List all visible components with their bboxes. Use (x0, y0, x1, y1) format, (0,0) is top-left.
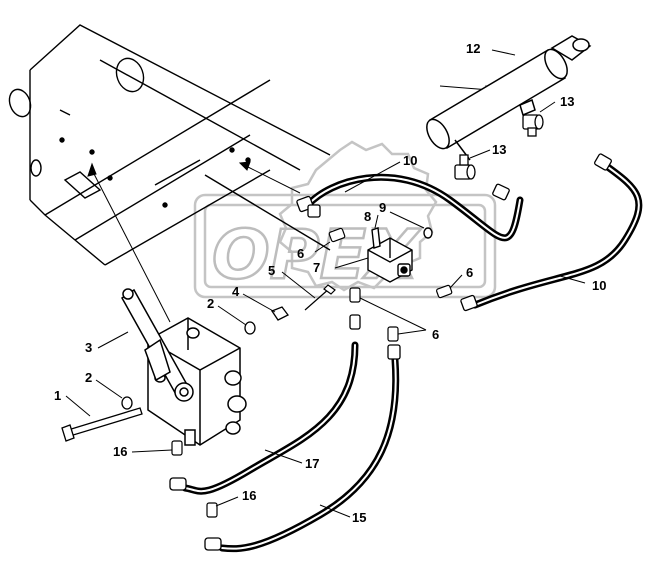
callout-3: 3 (85, 340, 92, 355)
callout-labels: 12 13 13 10 9 8 6 7 5 6 10 4 2 6 3 2 1 1… (54, 41, 606, 525)
union-fitting (206, 502, 218, 518)
frame-slot (63, 171, 102, 199)
watermark-frame-inner (203, 203, 487, 289)
bolt-long (304, 284, 336, 311)
callout-8: 8 (364, 209, 371, 224)
callout-7: 7 (313, 260, 320, 275)
callout-5: 5 (268, 263, 275, 278)
hydraulic-hoses (181, 161, 643, 553)
callout-17: 17 (305, 456, 319, 471)
callout-10: 10 (592, 278, 606, 293)
washers (121, 306, 289, 410)
tee-block (367, 227, 433, 283)
leader-lines (65, 49, 586, 518)
union-fitting (171, 440, 183, 456)
watermark-frame-outer (193, 193, 497, 299)
watermark: OPEX (193, 140, 497, 299)
callout-13: 13 (492, 142, 506, 157)
callout-16: 16 (113, 444, 127, 459)
washer (244, 321, 256, 335)
frame-hole (8, 88, 32, 118)
small-fittings (171, 227, 453, 518)
bolt-1 (61, 407, 143, 442)
frame-hole (30, 159, 42, 177)
callout-1: 1 (54, 388, 61, 403)
union-fitting (436, 284, 453, 299)
frame-hole (115, 57, 145, 93)
control-valve (147, 317, 247, 446)
bolt (371, 227, 381, 249)
hydraulic-cylinder (426, 35, 592, 161)
union-fitting (387, 326, 399, 342)
callout-4: 4 (232, 284, 240, 299)
callout-2: 2 (85, 370, 92, 385)
elbow-fitting (522, 114, 544, 137)
callout-6: 6 (297, 246, 304, 261)
hose-end-fittings (169, 153, 612, 551)
callout-16: 16 (242, 488, 256, 503)
callout-15: 15 (352, 510, 366, 525)
washer (121, 396, 133, 410)
callout-9: 9 (379, 200, 386, 215)
control-lever (121, 288, 194, 402)
callout-13: 13 (560, 94, 574, 109)
callout-2: 2 (207, 296, 214, 311)
callout-6: 6 (466, 265, 473, 280)
callout-10: 10 (403, 153, 417, 168)
frame-structure (8, 24, 331, 266)
elbow-fitting (454, 154, 476, 180)
nut (271, 306, 289, 321)
washer (423, 227, 433, 239)
union-fitting (349, 287, 361, 303)
callout-6: 6 (432, 327, 439, 342)
union-fitting (328, 227, 346, 243)
callout-12: 12 (466, 41, 480, 56)
